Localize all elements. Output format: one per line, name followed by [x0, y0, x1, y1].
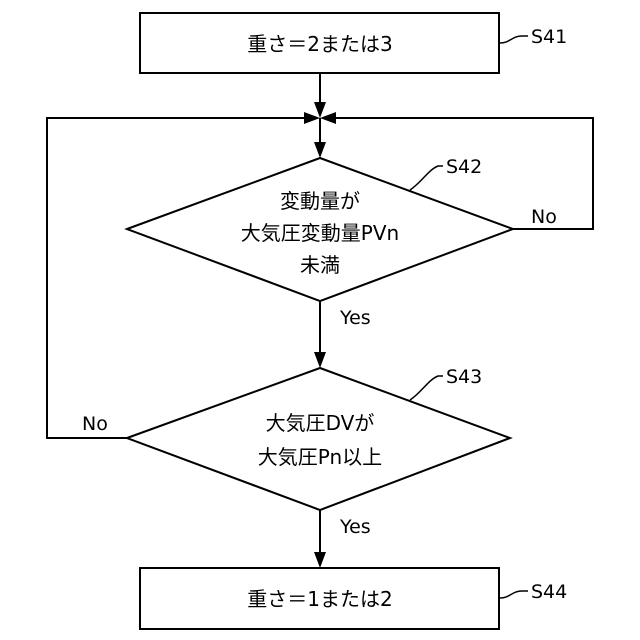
s41-step-id: S41 — [531, 26, 567, 48]
s43-text-line-2: 大気圧Pn以上 — [258, 445, 382, 469]
s44-text: 重さ＝1または2 — [247, 587, 392, 611]
s42-text-line-3: 未満 — [300, 253, 340, 277]
decision-diamond-s42: 変動量が 大気圧変動量PVn 未満 — [127, 158, 513, 301]
s42-yes-label: Yes — [339, 307, 371, 329]
s43-step-id: S43 — [446, 366, 482, 388]
arrowhead-into-merge — [314, 102, 326, 118]
s42-no-label: No — [531, 206, 557, 228]
decision-diamond-s43: 大気圧DVが 大気圧Pn以上 — [127, 368, 510, 510]
s41-label: S41 — [500, 26, 567, 48]
arrowhead-into-s43 — [314, 352, 326, 368]
arrowhead-into-s44 — [314, 552, 326, 568]
s44-label: S44 — [500, 581, 567, 603]
s43-yes-label: Yes — [339, 516, 371, 538]
s43-text-line-1: 大気圧DVが — [266, 411, 375, 435]
arrowhead-into-s42 — [314, 142, 326, 158]
s42-label: S42 — [410, 156, 482, 190]
s41-text: 重さ＝2または3 — [247, 32, 392, 56]
s42-text-line-2: 大気圧変動量PVn — [241, 221, 399, 245]
arrowhead-s43-no — [304, 112, 320, 124]
s42-step-id: S42 — [446, 156, 482, 178]
s42-text-line-1: 変動量が — [280, 189, 360, 213]
process-box-s44: 重さ＝1または2 — [140, 568, 499, 629]
process-box-s41: 重さ＝2または3 — [140, 13, 499, 73]
s44-step-id: S44 — [531, 581, 567, 603]
arrowhead-s42-no — [320, 112, 336, 124]
s43-label: S43 — [410, 366, 482, 400]
s43-no-label: No — [82, 413, 108, 435]
